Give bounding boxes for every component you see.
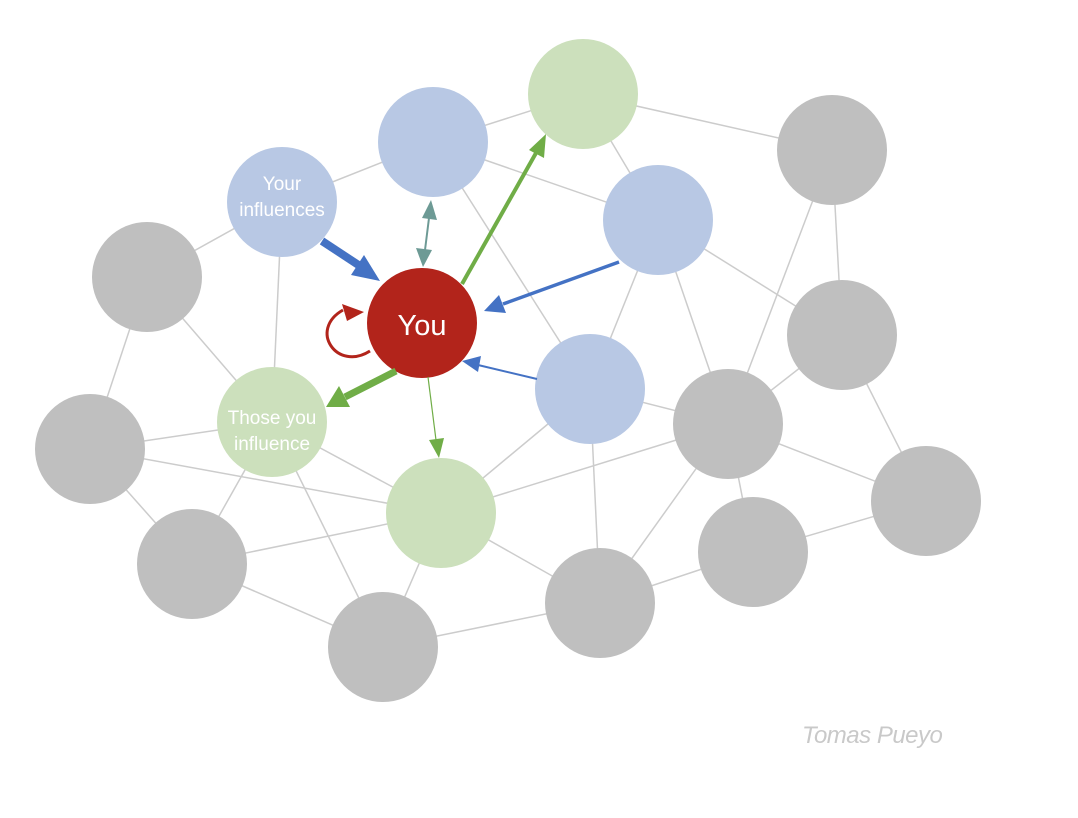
node-other xyxy=(673,369,783,479)
influence-arrows xyxy=(319,134,620,458)
your-influences-label-line2: influences xyxy=(239,200,325,221)
node-influencer xyxy=(535,334,645,444)
you-label: You xyxy=(398,310,447,342)
node-influenced xyxy=(386,458,496,568)
your-influences-label-line1: Your xyxy=(263,174,302,195)
those-you-influence-label-line2: influence xyxy=(234,434,310,455)
node-other xyxy=(777,95,887,205)
node-other xyxy=(35,394,145,504)
node-other xyxy=(137,509,247,619)
node-those-you-influence xyxy=(217,367,327,477)
arrow-influence-in-weak xyxy=(462,356,538,380)
arrow-influence-in-strong xyxy=(319,237,380,281)
node-influencer xyxy=(603,165,713,275)
node-other xyxy=(328,592,438,702)
network-nodes xyxy=(35,39,981,702)
node-influencer xyxy=(378,87,488,197)
node-other xyxy=(698,497,808,607)
arrow-mutual-influence xyxy=(416,200,437,267)
node-other xyxy=(92,222,202,332)
node-you xyxy=(367,268,477,378)
those-you-influence-label-line1: Those you xyxy=(228,408,317,429)
node-other xyxy=(787,280,897,390)
arrow-influence-out xyxy=(460,134,546,285)
arrow-influence-in xyxy=(484,260,620,313)
self-influence-loop-arrow xyxy=(325,304,371,359)
node-other xyxy=(871,446,981,556)
arrow-influence-out-weak xyxy=(427,376,444,458)
node-influenced xyxy=(528,39,638,149)
author-credit: Tomas Pueyo xyxy=(802,722,943,749)
node-other xyxy=(545,548,655,658)
arrow-influence-out-strong xyxy=(326,367,398,407)
node-labels: You Your influences Those you influence xyxy=(228,174,447,455)
node-your-influences xyxy=(227,147,337,257)
